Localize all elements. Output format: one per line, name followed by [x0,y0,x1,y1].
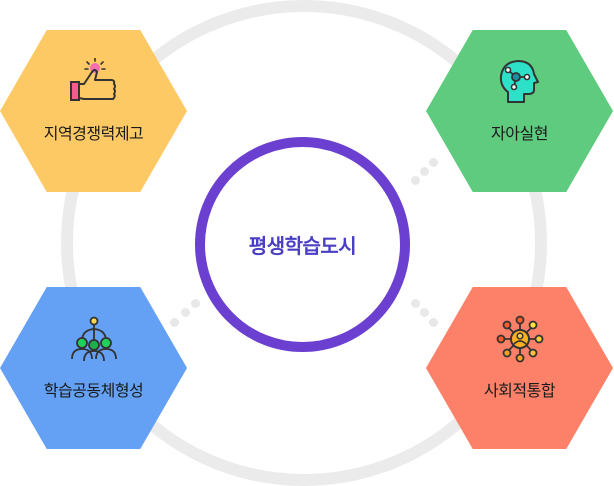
head-network-icon [499,60,539,103]
community-people-icon [70,316,117,362]
center-circle: 평생학습도시 [195,137,410,352]
node-label: 학습공동체형성 [43,381,144,400]
node-label: 자아실현 [491,124,548,143]
thumbs-up-icon [69,58,116,101]
center-label: 평생학습도시 [248,234,357,258]
hex-regional-competitiveness: 지역경쟁력제고 [0,30,187,192]
social-network-icon [496,315,543,363]
node-label: 지역경쟁력제고 [43,124,144,143]
node-label: 사회적통합 [483,381,556,400]
hex-learning-community: 학습공동체형성 [0,287,187,449]
